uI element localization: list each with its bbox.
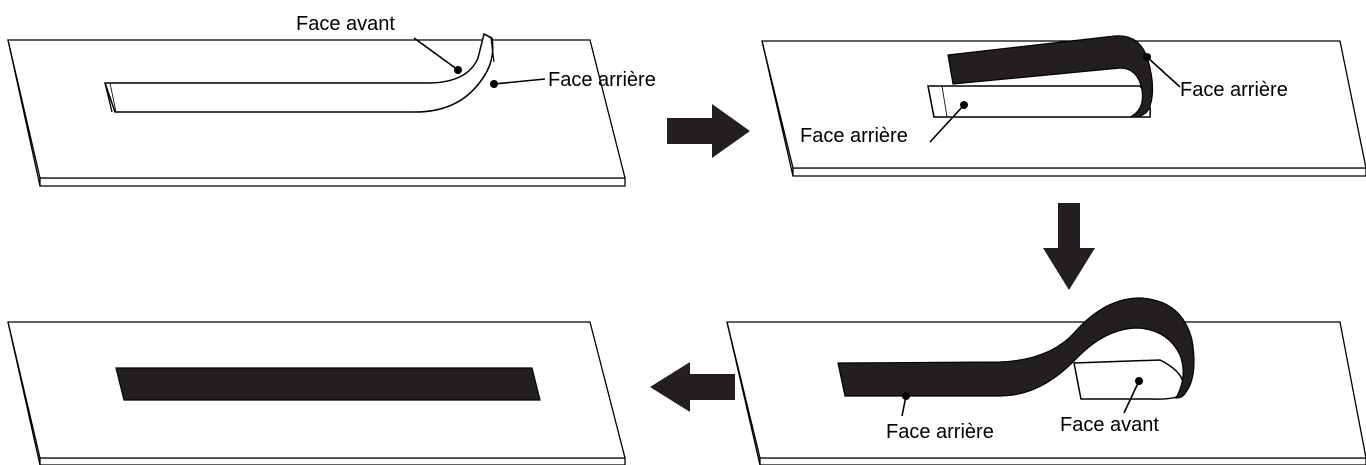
plate-3-edge xyxy=(759,457,1366,465)
plate-1-edge xyxy=(39,177,626,187)
tape-3-front xyxy=(1073,359,1185,400)
tape-3-back xyxy=(837,297,1195,399)
panel-step-3: Face arrière Face avant xyxy=(726,297,1366,465)
panel-step-4 xyxy=(7,321,626,465)
tape-2-front xyxy=(947,35,1154,118)
plate-3 xyxy=(726,321,1366,459)
tape-2-back xyxy=(927,85,1152,118)
label-step2-back-left: Face arrière xyxy=(800,125,908,147)
arrow-right xyxy=(667,104,750,158)
label-step1-back: Face arrière xyxy=(548,69,656,91)
plate-4-edge xyxy=(39,457,626,465)
panel-step-2: Face arrière Face arrière xyxy=(761,35,1366,177)
tape-1 xyxy=(103,32,494,113)
plate-2-edge xyxy=(792,167,1366,177)
tape-4 xyxy=(115,367,541,401)
label-step3-front: Face avant xyxy=(1060,414,1159,436)
label-step2-back-right: Face arrière xyxy=(1180,79,1288,101)
arrow-down xyxy=(1043,203,1095,290)
panel-step-1: Face avant Face arrière xyxy=(7,13,656,187)
label-step3-back: Face arrière xyxy=(886,421,994,443)
label-step1-front: Face avant xyxy=(296,13,395,35)
arrow-left xyxy=(650,362,735,412)
